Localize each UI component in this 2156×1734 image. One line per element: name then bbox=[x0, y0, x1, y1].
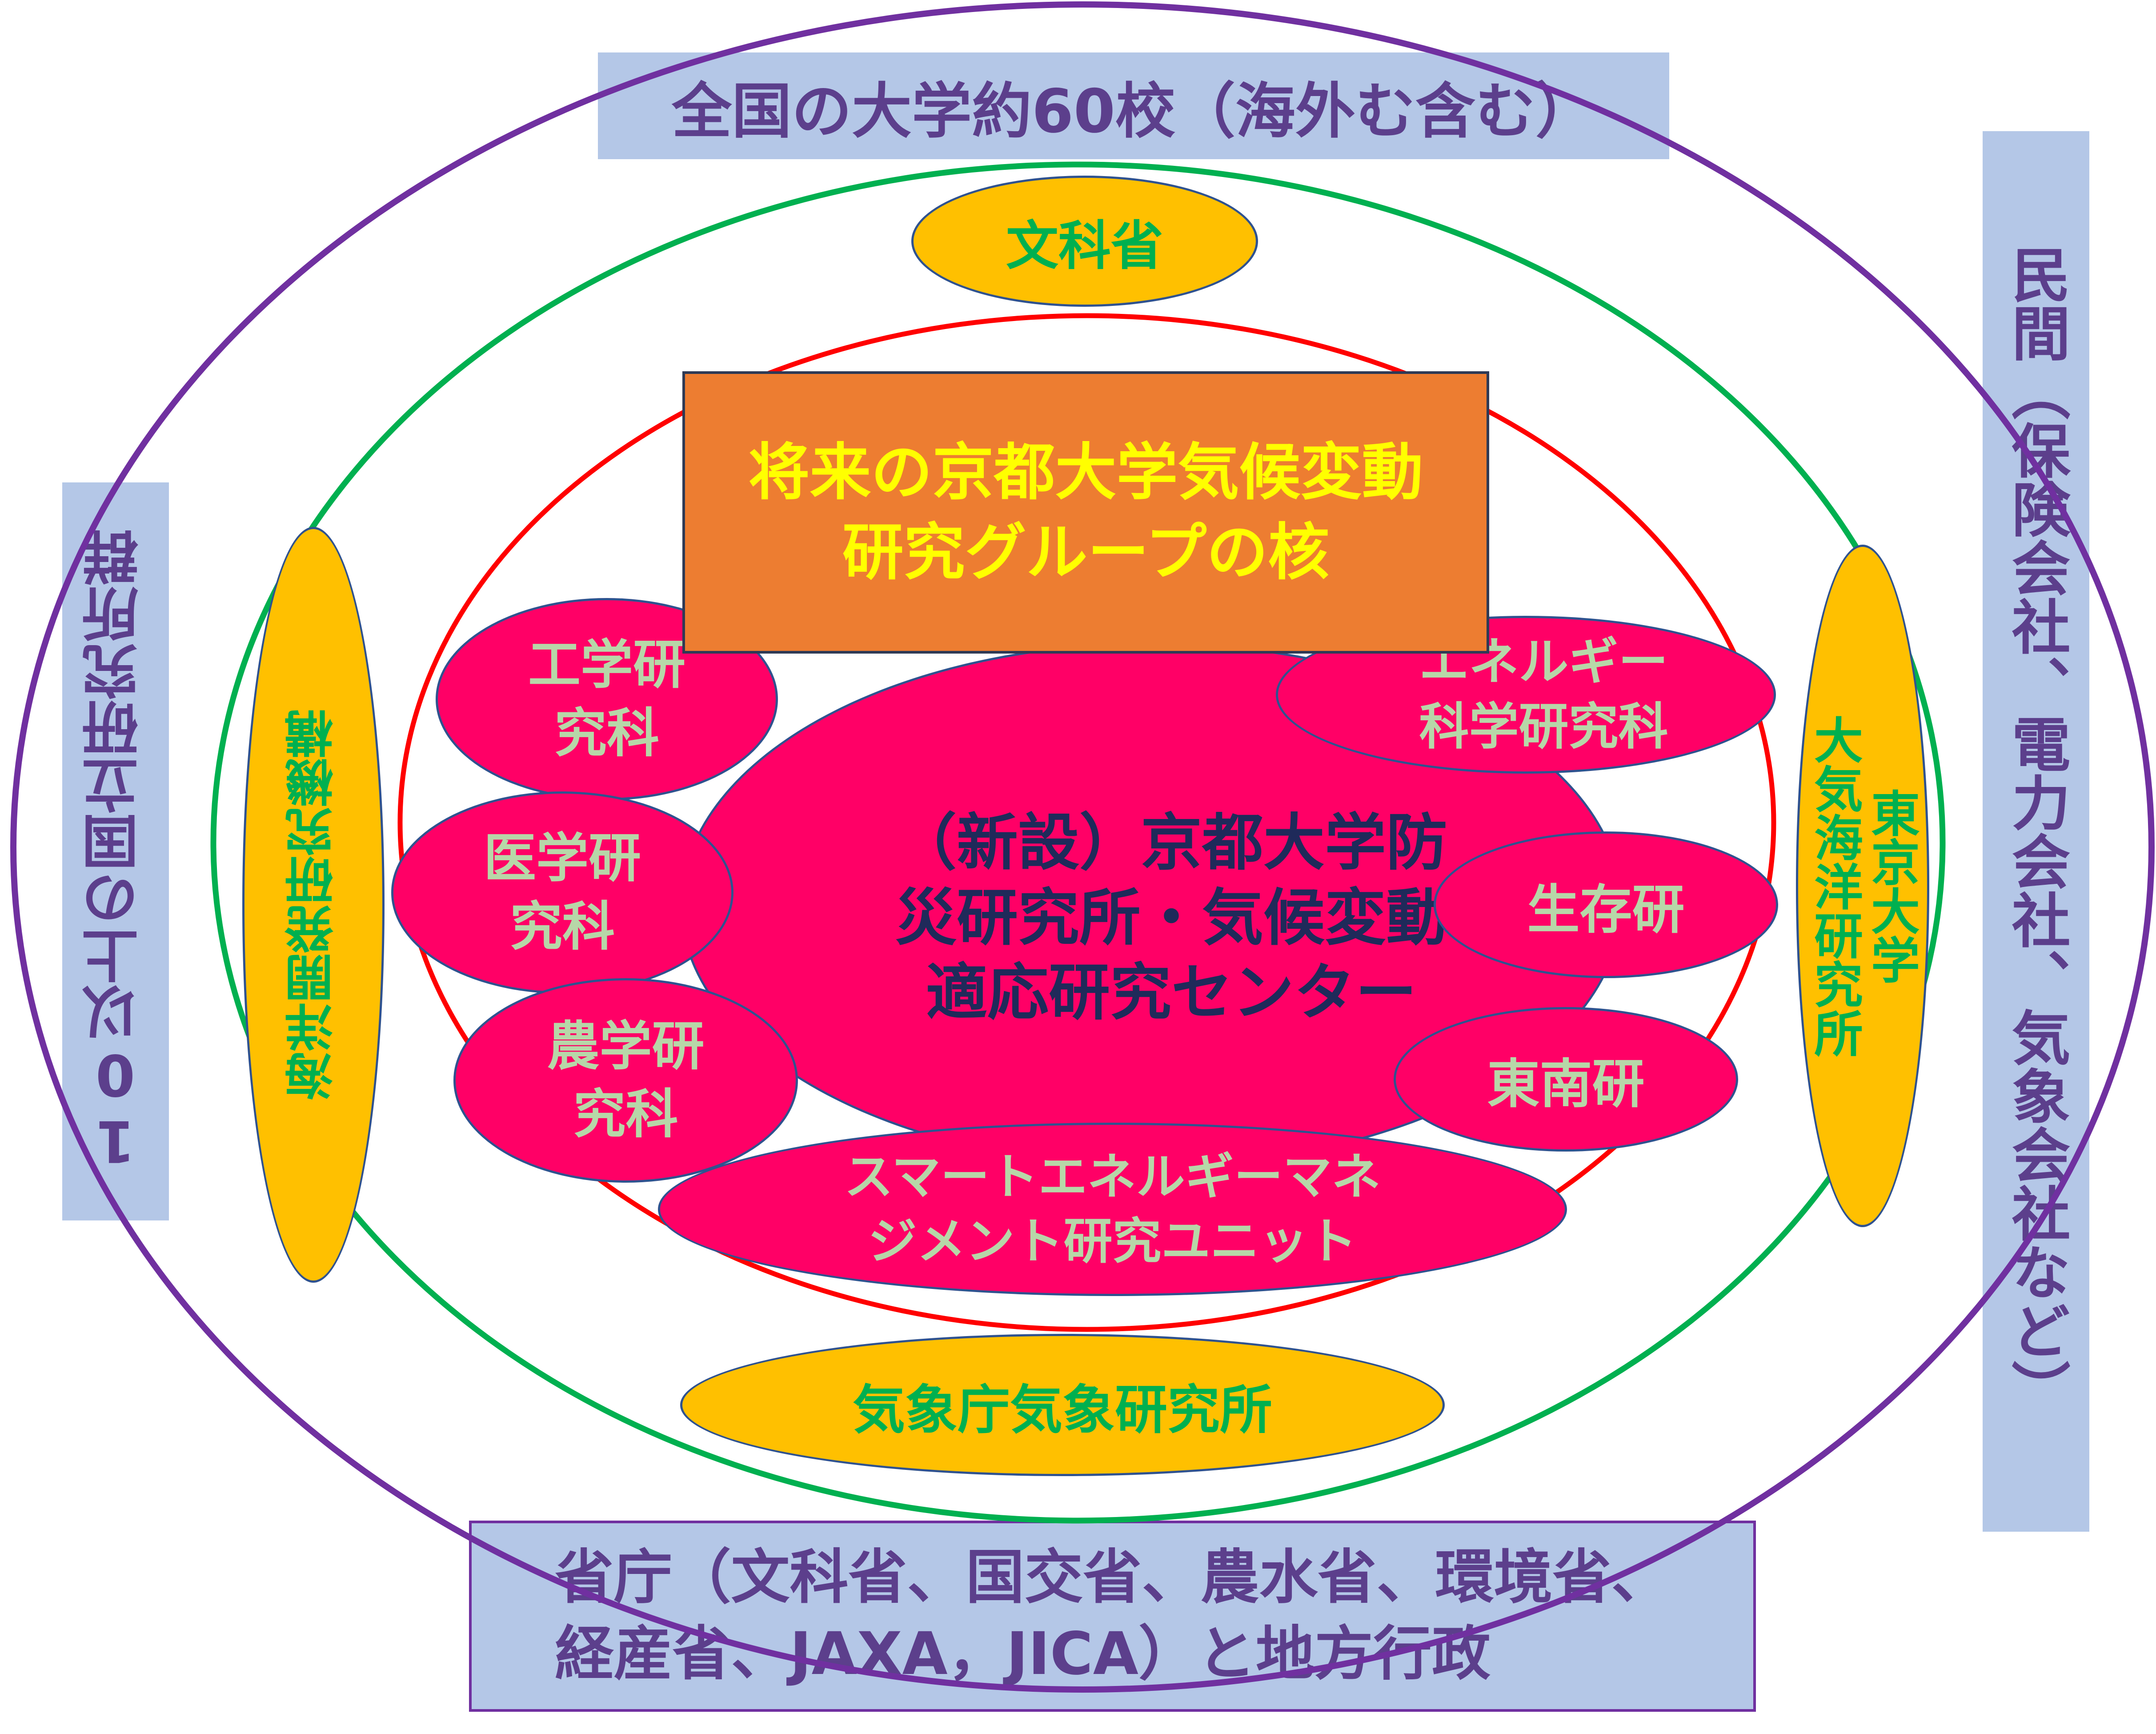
jamstec-ellipse: 海洋開発研究機構 bbox=[242, 527, 385, 1283]
cseas-ellipse: 東南研 bbox=[1394, 1007, 1738, 1152]
center-label-line2: 災研究所・気候変動 bbox=[895, 882, 1447, 954]
outer-purple-ring bbox=[10, 1, 2155, 1693]
medicine-label-line2: 究科 bbox=[509, 895, 615, 957]
future-core-box: 将来の京都大学気候変動 研究グループの核 bbox=[682, 371, 1489, 654]
agriculture-label-line2: 究科 bbox=[573, 1084, 678, 1145]
future-core-label-line1: 将来の京都大学気候変動 bbox=[748, 437, 1423, 509]
medicine-label-line1: 医学研 bbox=[483, 827, 641, 889]
mext-ellipse: 文科省 bbox=[911, 176, 1258, 307]
energy-science-ellipse: エネルギー 科学研究科 bbox=[1276, 616, 1776, 774]
private-sector-box: 民間（保険会社、電力会社、気象会社など） bbox=[1983, 131, 2089, 1532]
universities-label: 全国の大学約60校（海外む含む） bbox=[672, 76, 1595, 146]
smart-energy-label-line1: スマートエネルギーマネ bbox=[844, 1148, 1381, 1205]
future-core-label-line2: 研究グループの核 bbox=[842, 516, 1330, 588]
mri-label: 気象庁気象研究所 bbox=[852, 1379, 1272, 1441]
smart-energy-ellipse: スマートエネルギーマネ ジメント研究ユニット bbox=[658, 1123, 1567, 1296]
agriculture-ellipse: 農学研 究科 bbox=[453, 978, 798, 1183]
inner-red-ring bbox=[397, 313, 1776, 1332]
center-label-line3: 適応研究センター bbox=[926, 957, 1417, 1029]
jamstec-label: 海洋開発研究機構 bbox=[285, 709, 342, 1100]
engineering-label-line2: 究科 bbox=[554, 702, 659, 764]
middle-green-ring bbox=[210, 161, 1946, 1524]
rish-label: 生存研 bbox=[1527, 879, 1685, 940]
ministries-label-line1: 省庁（文科省、国交省、農水省、環境省、 bbox=[555, 1543, 1670, 1612]
aori-label-line2: 大気海洋研究所 bbox=[1806, 714, 1863, 1057]
ministries-box: 省庁（文科省、国交省、農水省、環境省、 経産省、JAXA，JICA）と地方行政 bbox=[469, 1521, 1756, 1712]
energy-science-label-line2: 科学研究科 bbox=[1419, 698, 1668, 756]
aori-label-line1: 東京大学 bbox=[1863, 788, 1920, 984]
agriculture-label-line1: 農学研 bbox=[547, 1015, 705, 1077]
mext-label: 文科省 bbox=[1006, 215, 1163, 277]
center-label-line1: （新設）京都大学防 bbox=[895, 807, 1447, 879]
mri-ellipse: 気象庁気象研究所 bbox=[680, 1334, 1445, 1476]
smart-energy-label-line2: ジメント研究ユニット bbox=[868, 1213, 1357, 1270]
national-institutes-box: 10以上の国立研究所群 bbox=[62, 482, 169, 1220]
aori-ellipse: 東京大学 大気海洋研究所 bbox=[1796, 545, 1929, 1227]
medicine-ellipse: 医学研 究科 bbox=[391, 791, 733, 994]
ministries-label-line2: 経産省、JAXA，JICA）と地方行政 bbox=[555, 1620, 1491, 1688]
cseas-label: 東南研 bbox=[1487, 1053, 1645, 1115]
rish-ellipse: 生存研 bbox=[1434, 831, 1778, 978]
engineering-label-line1: 工学研 bbox=[528, 634, 685, 696]
